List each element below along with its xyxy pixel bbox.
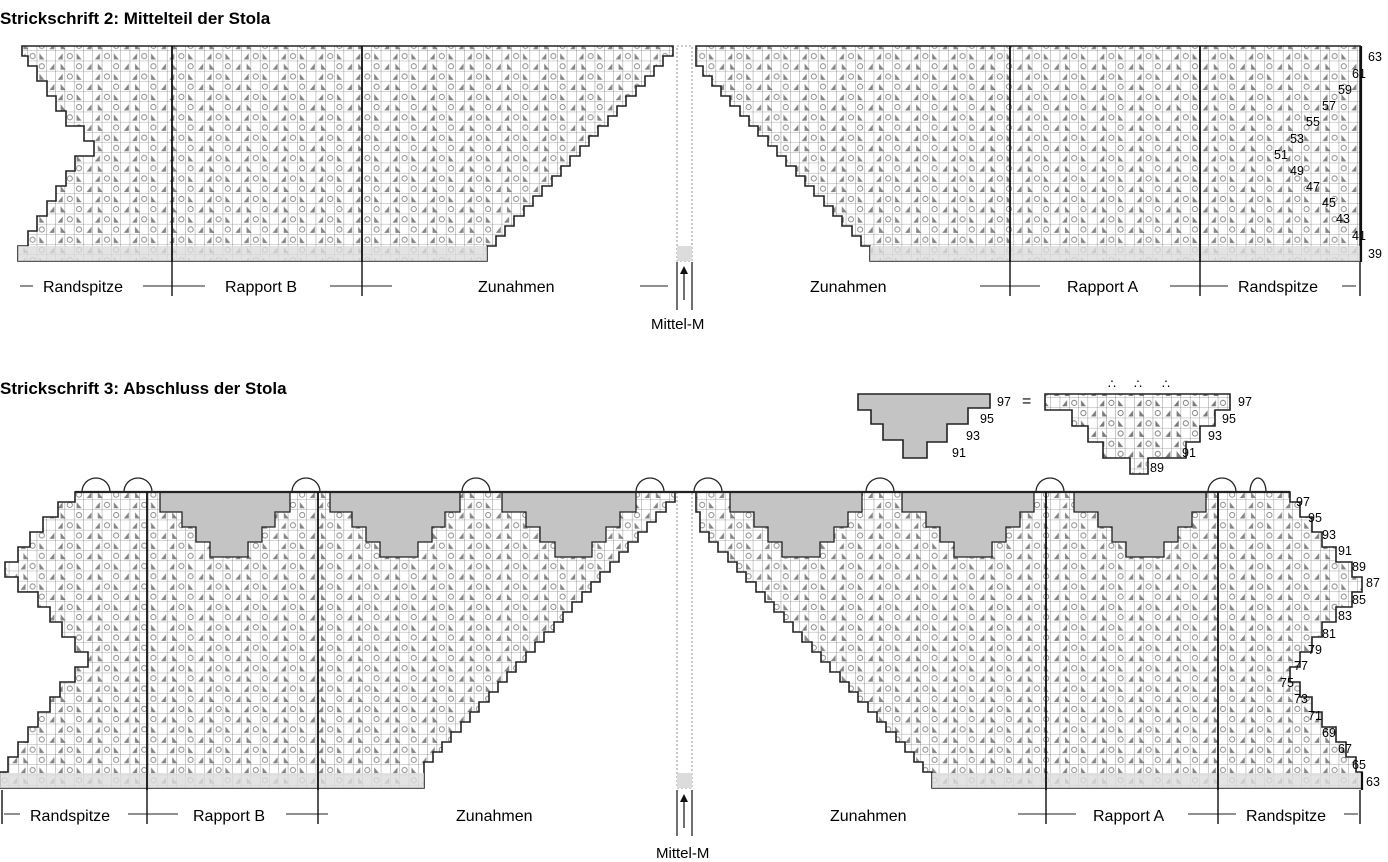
row-number: 55	[1306, 115, 1320, 129]
chart3-row-numbers: 97 95 93 91 89 87 85 83 81 79 77 75 73 7…	[1280, 495, 1380, 789]
row-number: 43	[1336, 212, 1350, 226]
chart3-grid	[0, 490, 1364, 790]
row-number: 63	[1368, 50, 1382, 64]
row-number: 53	[1290, 132, 1304, 146]
label-zunahmen-left: Zunahmen	[456, 808, 533, 825]
row-number: 81	[1322, 627, 1336, 641]
picot-arcs	[81, 477, 1267, 493]
label-rapport-b: Rapport B	[193, 808, 265, 825]
inset-detail-row: 97	[1238, 395, 1252, 409]
inset-detail: ∴ ∴ ∴ 97 95 93 91 89	[1044, 377, 1252, 475]
row-number: 65	[1352, 758, 1366, 772]
inset-schematic: 97 95 93 91 =	[857, 393, 1031, 460]
inset-detail-row: 95	[1222, 412, 1236, 426]
row-number: 91	[1338, 544, 1352, 558]
svg-text:∴: ∴	[1162, 377, 1170, 391]
label-randspitze-left: Randspitze	[43, 279, 123, 296]
svg-text:∴: ∴	[1108, 377, 1116, 391]
label-rapport-a: Rapport A	[1093, 808, 1164, 825]
inset-equals: =	[1022, 393, 1031, 410]
row-number: 63	[1366, 775, 1380, 789]
chart2-title: Strickschrift 2: Mittelteil der Stola	[0, 9, 271, 28]
row-number: 89	[1352, 560, 1366, 574]
inset-detail-row: 91	[1182, 446, 1196, 460]
row-number: 71	[1308, 709, 1322, 723]
label-rapport-a: Rapport A	[1067, 279, 1138, 296]
row-number: 41	[1352, 229, 1366, 243]
label-zunahmen-right: Zunahmen	[830, 808, 907, 825]
row-number: 97	[1296, 495, 1310, 509]
label-zunahmen-right: Zunahmen	[810, 279, 887, 296]
inset-detail-row: 89	[1150, 461, 1164, 475]
inset-row-number: 93	[966, 429, 980, 443]
row-number: 67	[1338, 742, 1352, 756]
row-number: 39	[1368, 247, 1382, 261]
chart3-title: Strickschrift 3: Abschluss der Stola	[0, 379, 287, 398]
row-number: 57	[1322, 99, 1336, 113]
label-randspitze-right: Randspitze	[1238, 279, 1318, 296]
inset-row-number: 95	[980, 412, 994, 426]
row-number: 61	[1352, 67, 1366, 81]
inset-row-number: 97	[997, 395, 1011, 409]
row-number: 83	[1338, 609, 1352, 623]
label-randspitze-right: Randspitze	[1246, 808, 1326, 825]
inset-row-number: 91	[952, 446, 966, 460]
label-mittel-m: Mittel-M	[651, 316, 704, 333]
row-number: 59	[1338, 83, 1352, 97]
row-number: 49	[1290, 164, 1304, 178]
label-rapport-b: Rapport B	[225, 279, 297, 296]
row-number: 95	[1308, 511, 1322, 525]
chart2-section-labels: Randspitze Rapport B Zunahmen Zunahmen R…	[20, 262, 1361, 333]
inset-detail-row: 93	[1208, 429, 1222, 443]
row-number: 93	[1322, 528, 1336, 542]
row-number: 69	[1322, 726, 1336, 740]
chart3-section-labels: Randspitze Rapport B Zunahmen Zunahmen R…	[1, 790, 1361, 862]
chart2-grid	[17, 45, 1363, 262]
chart2-row-numbers: 63 61 59 57 55 53 51 49 47 45 43 41 39	[1274, 50, 1382, 261]
row-number: 77	[1294, 659, 1308, 673]
row-number: 47	[1306, 180, 1320, 194]
row-number: 45	[1322, 196, 1336, 210]
row-number: 51	[1274, 148, 1288, 162]
row-number: 79	[1308, 643, 1322, 657]
row-number: 75	[1280, 676, 1294, 690]
label-mittel-m: Mittel-M	[656, 845, 709, 862]
label-randspitze-left: Randspitze	[30, 808, 110, 825]
svg-text:∴: ∴	[1134, 377, 1142, 391]
label-zunahmen-left: Zunahmen	[478, 279, 555, 296]
row-number: 85	[1352, 593, 1366, 607]
row-number: 87	[1366, 576, 1380, 590]
row-number: 73	[1294, 692, 1308, 706]
